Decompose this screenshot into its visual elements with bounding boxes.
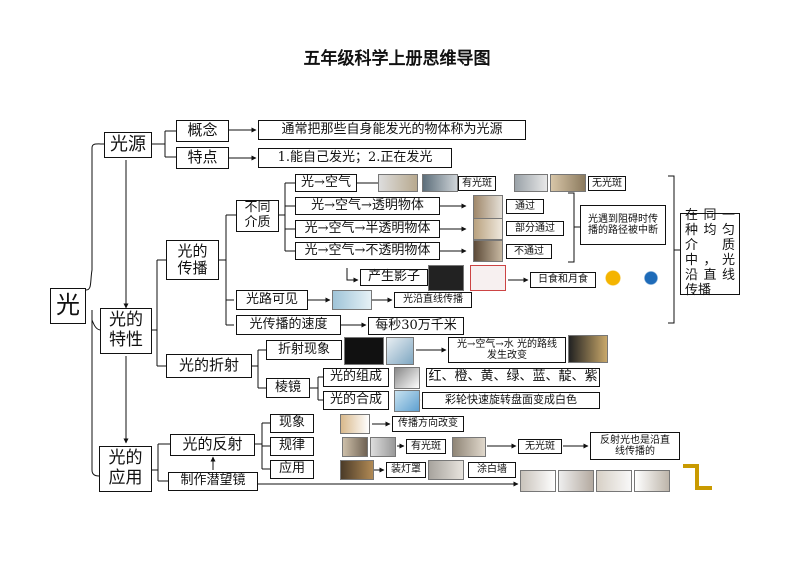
photo-periscope-2	[558, 470, 594, 492]
node-different-media: 不同介质	[236, 200, 279, 232]
straight-line-conclusion: 在同一种均匀介质中，光沿直线传播	[680, 208, 740, 298]
concept-text: 通常把那些自身能发光的物体称为光源	[258, 120, 526, 140]
photo-pencil-in-water	[568, 335, 608, 363]
node-reflection-use: 应用	[270, 460, 314, 479]
media-result-1b: 无光斑	[588, 176, 626, 191]
node-light-composition: 光的组成	[323, 368, 389, 387]
page-title: 五年级科学上册思维导图	[303, 49, 491, 69]
node-light-path-visible: 光路可见	[236, 290, 308, 310]
lunar-eclipse-diagram	[636, 265, 666, 291]
node-refraction: 光的折射	[166, 354, 252, 378]
features-text: 1.能自己发光；2.正在发光	[258, 148, 452, 168]
light-path-visible-text: 光沿直线传播	[394, 292, 472, 308]
refraction-phenomenon-text: 光→空气→水 光的路线发生改变	[448, 337, 566, 363]
photo-hand-shadow	[428, 265, 464, 291]
light-synthesis-text: 彩轮快速旋转盘面变成白色	[422, 392, 600, 409]
photo-light-spot	[422, 174, 458, 192]
photo-transparent	[473, 195, 503, 219]
media-path-1: 光→空气	[295, 174, 357, 192]
photo-color-wheel	[394, 390, 420, 412]
node-features: 特点	[176, 147, 229, 169]
photo-periscope-1	[520, 470, 556, 492]
root-node: 光	[50, 288, 86, 324]
light-composition-text: 红、橙、黄、绿、蓝、靛、紫	[426, 368, 600, 387]
reflection-rule-r2: 无光斑	[518, 439, 562, 454]
node-light-source: 光源	[104, 132, 152, 158]
photo-rule-2	[370, 437, 396, 457]
node-refraction-phenomenon: 折射现象	[266, 340, 342, 360]
photo-translucent	[473, 218, 503, 240]
shadow-diagram	[470, 265, 506, 291]
node-light-synthesis: 光的合成	[323, 391, 389, 410]
light-speed-text: 每秒30万千米	[368, 317, 464, 335]
reflection-rule-conclusion: 反射光也是沿直线传播的	[590, 432, 680, 460]
node-propagation: 光的传播	[166, 240, 219, 280]
node-reflection-phenomenon: 现象	[270, 414, 314, 433]
photo-white-wall	[428, 460, 464, 480]
node-concept: 概念	[176, 120, 229, 142]
reflection-use-2: 涂白墙	[468, 462, 516, 478]
shadow-label: 产生影子	[360, 269, 428, 286]
photo-rule-1	[342, 437, 368, 457]
node-periscope: 制作潜望镜	[168, 472, 258, 491]
node-prism: 棱镜	[266, 378, 310, 398]
media-path-3: 光→空气→半透明物体	[295, 220, 440, 238]
photo-reflection	[340, 414, 370, 434]
photo-prism	[394, 367, 420, 389]
photo-light-path-tank	[332, 290, 372, 310]
media-result-4: 不通过	[506, 244, 552, 259]
node-reflection-rule: 规律	[270, 437, 314, 456]
reflection-phenomenon-text: 传播方向改变	[392, 416, 464, 432]
media-result-1: 有光斑	[458, 176, 496, 191]
node-light-applications: 光的应用	[99, 446, 152, 492]
photo-flashlight	[378, 174, 418, 192]
solar-eclipse-diagram	[598, 265, 628, 291]
node-reflection: 光的反射	[170, 434, 255, 456]
photo-light-beam	[514, 174, 548, 192]
media-result-2: 通过	[506, 199, 544, 214]
media-path-4: 光→空气→不透明物体	[295, 242, 440, 260]
photo-lamp	[340, 460, 374, 480]
photo-opaque	[473, 240, 503, 262]
media-result-3: 部分通过	[506, 221, 564, 236]
photo-no-spot	[550, 174, 586, 192]
reflection-rule-r1: 有光斑	[406, 439, 446, 454]
node-light-speed: 光传播的速度	[236, 315, 341, 335]
photo-rule-3	[452, 437, 486, 457]
photo-refraction-water	[386, 337, 414, 365]
photo-refraction-glass	[344, 337, 384, 365]
media-path-2: 光→空气→透明物体	[295, 197, 440, 215]
photo-periscope-4	[634, 470, 670, 492]
eclipse-label: 日食和月食	[530, 272, 596, 288]
reflection-use-1: 装灯罩	[386, 462, 426, 478]
photo-periscope-3	[596, 470, 632, 492]
node-light-properties: 光的特性	[100, 308, 152, 354]
blocked-note: 光遇到阻碍时传播的路径被中断	[580, 205, 666, 245]
